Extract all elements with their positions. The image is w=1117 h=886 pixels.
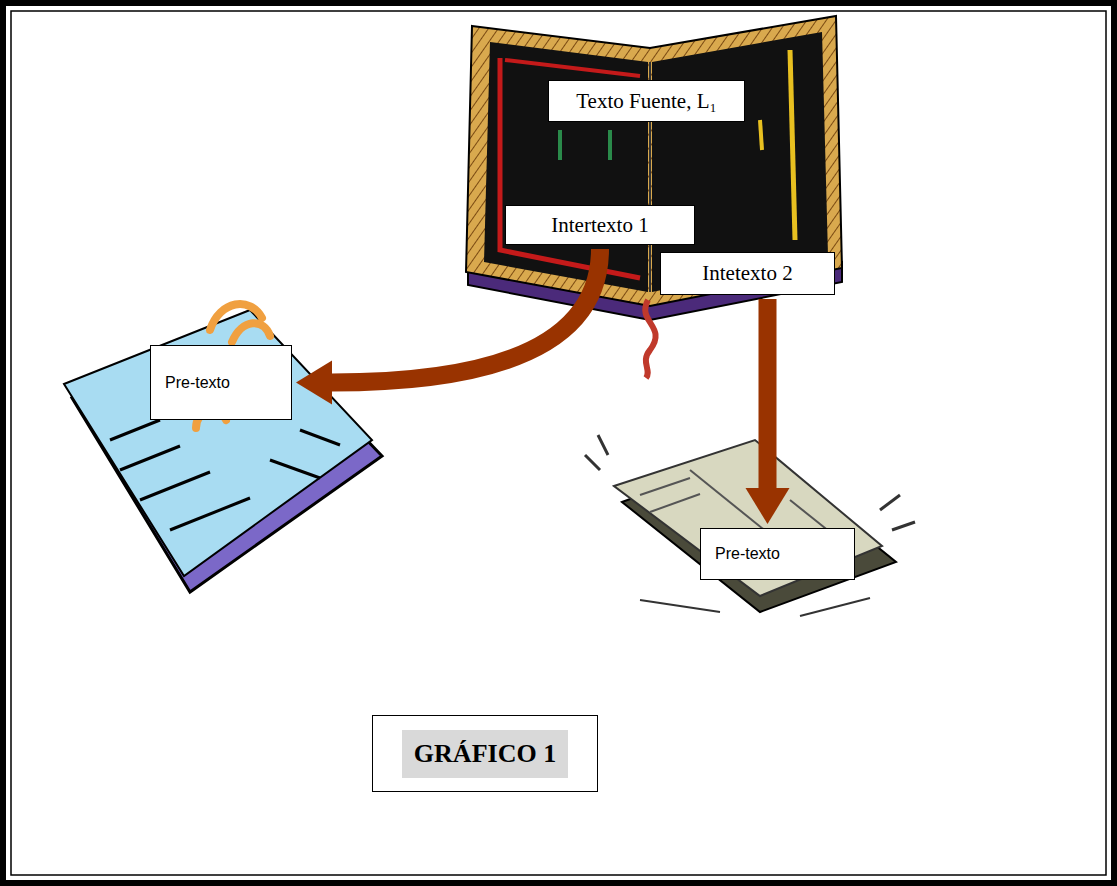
box-text: GRÁFICO 1 <box>402 730 568 778</box>
source-book-picture <box>466 16 842 378</box>
arrow-shaft <box>332 249 600 383</box>
right-book-picture <box>585 435 915 616</box>
page-frame <box>3 3 1114 883</box>
box-text: Texto Fuente, L₁ <box>576 89 717 114</box>
arrow-head <box>296 361 332 405</box>
figure-label-box: GRÁFICO 1 <box>372 715 598 792</box>
box-text: Intetexto 2 <box>702 261 792 286</box>
flow-arrow <box>746 299 790 524</box>
box-text: Pre-texto <box>715 545 780 563</box>
intertext-box: Intertexto 1 <box>505 205 695 245</box>
pretext-box: Pre-texto <box>150 345 292 420</box>
box-text: Pre-texto <box>165 374 230 392</box>
left-book-picture <box>64 304 382 592</box>
flow-arrow <box>296 249 600 405</box>
intertext-box: Intetexto 2 <box>660 252 835 295</box>
arrow-shaft <box>759 299 777 488</box>
arrow-head <box>746 488 790 524</box>
box-text: Intertexto 1 <box>551 213 648 238</box>
pretext-box: Pre-texto <box>700 528 855 580</box>
source-text-box: Texto Fuente, L₁ <box>548 80 745 122</box>
